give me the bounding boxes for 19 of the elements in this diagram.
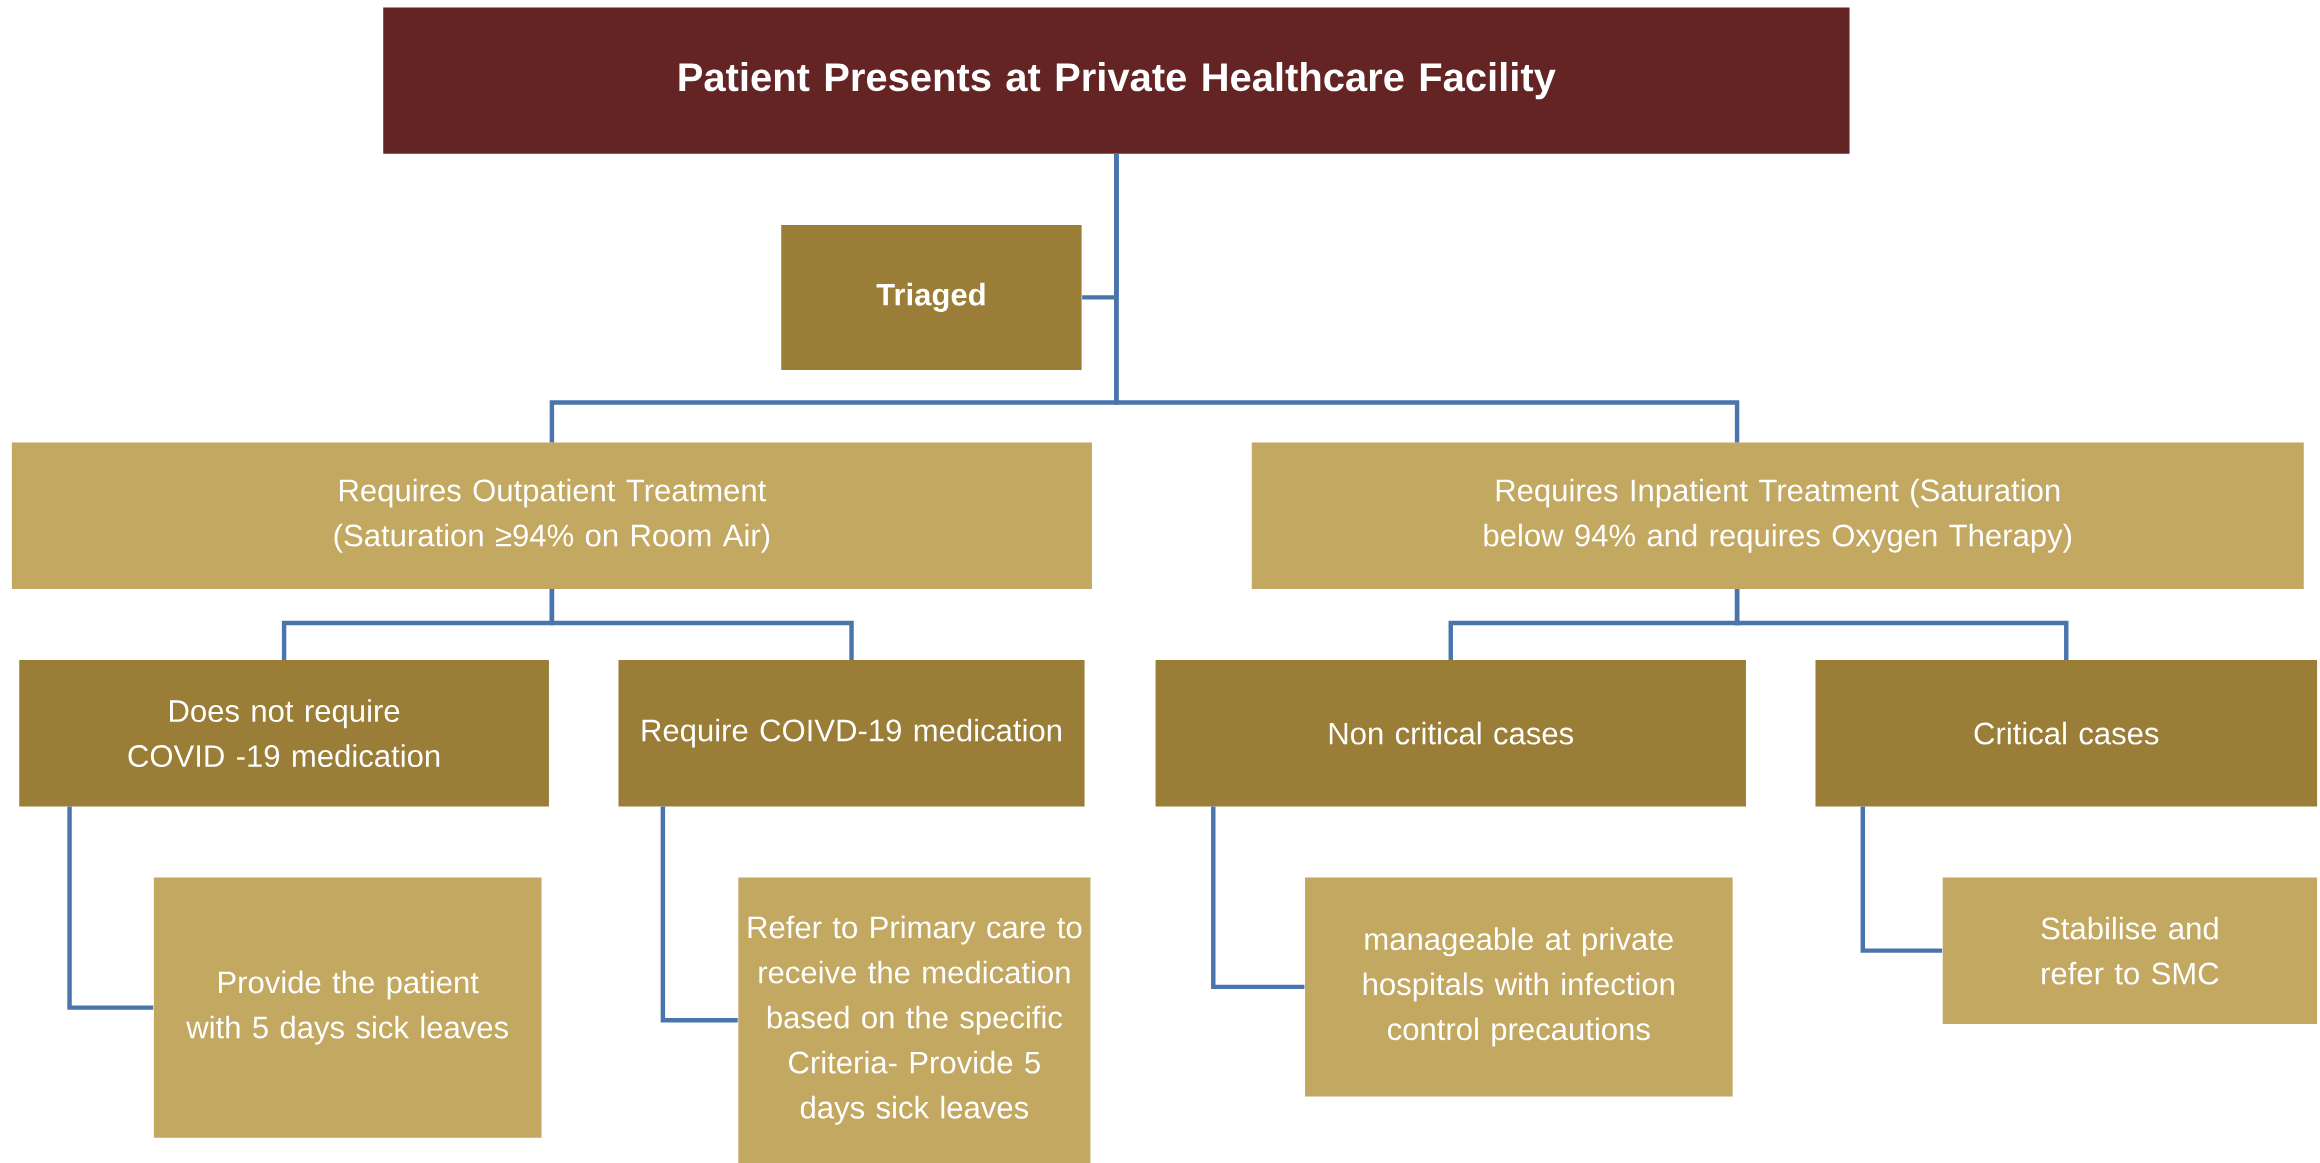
process-box: Triaged bbox=[781, 224, 1082, 370]
process-box: Stabilise and refer to SMC bbox=[1942, 877, 2318, 1024]
process-box: Require COIVD-19 medication bbox=[618, 659, 1085, 807]
connector bbox=[1211, 806, 1305, 990]
connector bbox=[1860, 806, 1943, 953]
process-box: Refer to Primary care to receive the medication based on the specific Criteria- Provide 5 days sick leaves bbox=[738, 877, 1091, 1163]
connector bbox=[67, 806, 154, 1010]
connector bbox=[660, 806, 738, 1023]
process-box: Does not require COVID -19 medication bbox=[19, 659, 549, 807]
title-box: Patient Presents at Private Healthcare Facility bbox=[383, 7, 1850, 154]
process-box: Requires Outpatient Treatment (Saturation ≥94% on Room Air) bbox=[11, 442, 1092, 589]
process-box: Provide the patient with 5 days sick leaves bbox=[153, 877, 542, 1138]
connector bbox=[1114, 153, 1740, 443]
process-box: Non critical cases bbox=[1155, 659, 1746, 807]
process-box: Critical cases bbox=[1815, 659, 2318, 807]
process-box: manageable at private hospitals with infection control precautions bbox=[1305, 877, 1733, 1097]
connector bbox=[1734, 588, 2069, 660]
connector bbox=[549, 588, 854, 660]
process-box: Requires Inpatient Treatment (Saturation below 94% and requires Oxygen Therapy) bbox=[1251, 442, 2304, 589]
